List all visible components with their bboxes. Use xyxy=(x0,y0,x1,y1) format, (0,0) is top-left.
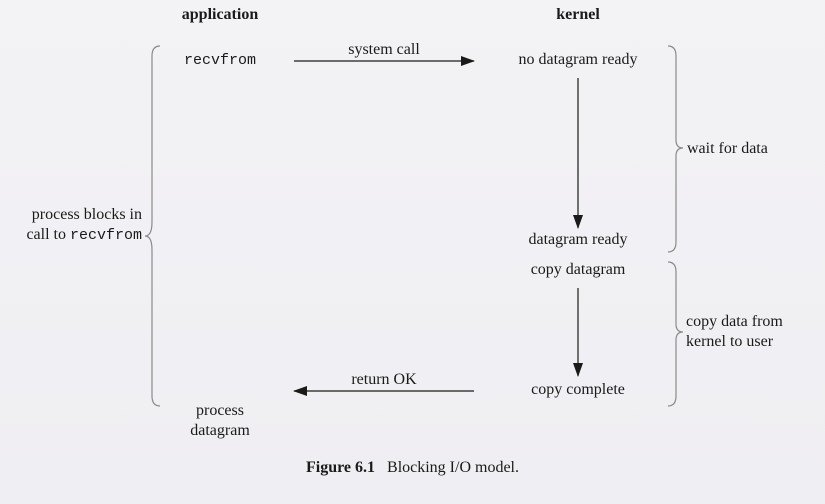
wait-for-data-label: wait for data xyxy=(687,140,768,157)
system-call-label: system call xyxy=(348,41,420,58)
kernel-header: kernel xyxy=(556,6,600,23)
copy-data-label: copy data from kernel to user xyxy=(686,312,783,352)
copy-complete-label: copy complete xyxy=(531,381,625,398)
recvfrom-code: recvfrom xyxy=(69,227,142,244)
recvfrom-call: recvfrom xyxy=(183,52,256,69)
process-datagram-label: process datagram xyxy=(160,401,280,441)
application-blocking-brace xyxy=(144,45,161,407)
application-header: application xyxy=(181,6,259,23)
wait-for-data-brace xyxy=(667,45,684,253)
no-datagram-ready-label: no datagram ready xyxy=(518,51,638,68)
process-datagram-line1: process xyxy=(196,402,244,419)
process-blocks-line2: call to recvfrom xyxy=(26,226,142,244)
process-datagram-line2: datagram xyxy=(190,422,250,439)
figure-label: Figure 6.1 xyxy=(305,459,376,476)
process-blocks-line1: process blocks in xyxy=(31,206,142,223)
return-ok-label: return OK xyxy=(351,371,417,388)
process-blocks-label: process blocks in call to recvfrom xyxy=(0,205,142,246)
copy-data-brace xyxy=(667,261,684,407)
figure-title: Blocking I/O model. xyxy=(387,459,519,476)
copy-datagram-label: copy datagram xyxy=(530,261,626,278)
copy-data-line1: copy data from xyxy=(686,313,783,330)
figure-caption: Figure 6.1 Blocking I/O model. xyxy=(200,458,625,478)
datagram-ready-label: datagram ready xyxy=(528,231,628,248)
copy-data-line2: kernel to user xyxy=(686,333,774,350)
